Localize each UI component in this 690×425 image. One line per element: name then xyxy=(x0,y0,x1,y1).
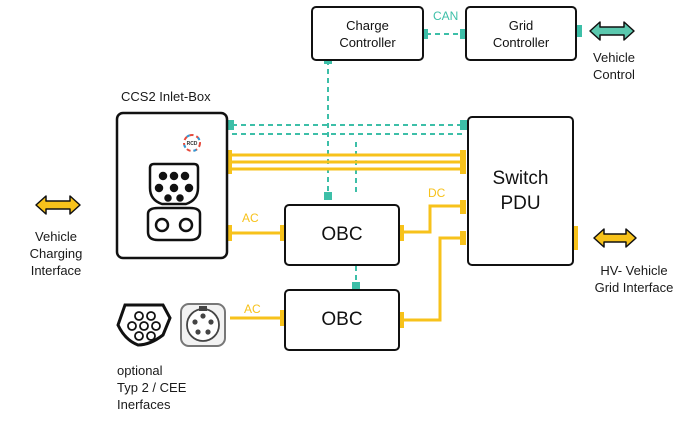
vehicle-control-arrow xyxy=(589,21,635,41)
power-terminals xyxy=(226,150,578,328)
ac-label-bottom: AC xyxy=(244,302,261,316)
ac-label-top: AC xyxy=(242,211,259,225)
dc-line-to-pdu xyxy=(398,204,466,234)
obc-bottom-box: OBC xyxy=(284,289,400,351)
terminal xyxy=(460,231,466,245)
inlet-box-title: CCS2 Inlet-Box xyxy=(121,89,211,104)
terminal xyxy=(572,226,578,250)
terminal xyxy=(226,120,234,130)
obc-bottom-label: OBC xyxy=(321,309,363,330)
terminal xyxy=(398,312,404,328)
switch-pdu-label: Switch PDU xyxy=(492,168,549,214)
terminal xyxy=(324,192,332,200)
switch-pdu-box: Switch PDU xyxy=(467,116,574,266)
power-lines xyxy=(226,153,466,322)
ccs2-connector-icon xyxy=(146,162,202,242)
terminal xyxy=(398,225,404,241)
obc-top-label: OBC xyxy=(321,224,363,245)
cee-connector-icon xyxy=(180,303,226,347)
grid-controller-box: Grid Controller xyxy=(465,6,577,61)
hv-grid-arrow xyxy=(593,228,637,248)
terminal xyxy=(280,310,286,326)
rcd-badge: RCD xyxy=(183,134,201,152)
hv-vehicle-grid-interface-label: HV- Vehicle Grid Interface xyxy=(594,263,674,295)
terminal xyxy=(460,29,468,39)
terminal xyxy=(352,282,360,290)
charge-controller-label: Charge Controller xyxy=(339,17,396,50)
optional-interfaces-label: optional Typ 2 / CEE Inerfaces xyxy=(117,363,187,412)
terminal xyxy=(226,225,232,241)
charge-controller-box: Charge Controller xyxy=(311,6,424,61)
vehicle-charging-arrow xyxy=(35,195,81,215)
terminal xyxy=(460,150,466,174)
terminal xyxy=(420,29,428,39)
svg-text:RCD: RCD xyxy=(187,141,198,147)
dc-label: DC xyxy=(428,186,446,200)
type2-connector-icon xyxy=(116,303,172,347)
vehicle-control-label: Vehicle Control xyxy=(593,50,635,82)
grid-controller-label: Grid Controller xyxy=(492,17,550,50)
terminal xyxy=(280,225,286,241)
terminal xyxy=(574,25,582,37)
vehicle-charging-interface-label: Vehicle Charging Interface xyxy=(29,229,83,278)
obc-top-box: OBC xyxy=(284,204,400,266)
terminal xyxy=(226,150,232,174)
obc2-line-to-pdu xyxy=(398,236,466,322)
terminal xyxy=(460,200,466,214)
can-label: CAN xyxy=(433,9,459,23)
terminal xyxy=(460,120,468,130)
